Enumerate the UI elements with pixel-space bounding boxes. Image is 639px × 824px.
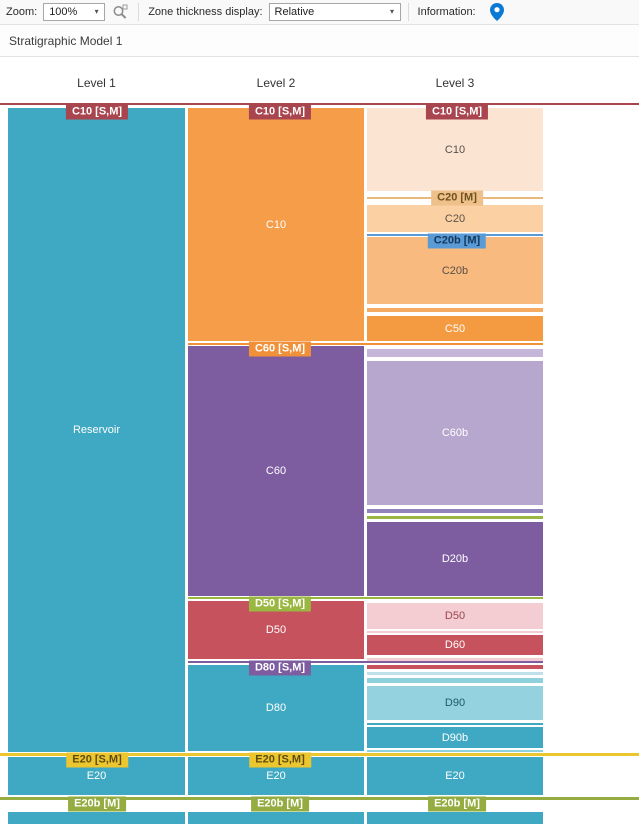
zone-block-c60b[interactable]: C60b [367, 361, 543, 505]
horizon-badge-e20b-m[interactable]: E20b [M] [428, 796, 486, 812]
zone-strip[interactable] [367, 509, 543, 513]
column-header-level-2: Level 2 [256, 76, 296, 90]
horizon-badge-e20-s-m[interactable]: E20 [S,M] [66, 752, 128, 768]
zone-strip[interactable] [367, 672, 543, 675]
zone-strip[interactable] [367, 658, 543, 661]
zone-strip[interactable] [367, 750, 543, 752]
horizon-badge-e20-s-m[interactable]: E20 [S,M] [249, 752, 311, 768]
zone-block-d90[interactable]: D90 [367, 686, 543, 720]
zone-strip[interactable] [367, 665, 543, 669]
zone-strip[interactable] [8, 812, 185, 824]
information-label: Information: [417, 6, 476, 18]
zone-strip[interactable] [367, 631, 543, 633]
zone-thickness-label: Zone thickness display: [148, 6, 263, 18]
location-pin-icon[interactable] [486, 1, 508, 23]
toolbar: Zoom: 100% ▾ Zone thickness display: Rel… [0, 0, 639, 25]
horizon-badge-c10-s-m[interactable]: C10 [S,M] [248, 104, 312, 120]
zoom-selection-icon[interactable] [109, 1, 131, 23]
zoom-select[interactable]: 100% ▾ [43, 3, 106, 21]
horizon-line-c60 [188, 343, 543, 345]
zone-strip[interactable] [188, 812, 364, 824]
horizon-line-d80 [188, 661, 543, 663]
zone-block-c50[interactable]: C50 [367, 316, 543, 341]
column-header-level-3: Level 3 [435, 76, 475, 90]
zone-block-c10[interactable]: C10 [188, 108, 364, 341]
zone-strip[interactable] [367, 516, 543, 519]
horizon-badge-c20b-m[interactable]: C20b [M] [427, 233, 487, 249]
horizon-badge-c10-s-m[interactable]: C10 [S,M] [65, 104, 129, 120]
horizon-badge-c10-s-m[interactable]: C10 [S,M] [425, 104, 489, 120]
zone-block-e20[interactable]: E20 [367, 757, 543, 795]
horizon-badge-d80-s-m[interactable]: D80 [S,M] [248, 660, 312, 676]
zone-block-c20[interactable]: C20 [367, 205, 543, 232]
horizon-badge-c20-m[interactable]: C20 [M] [431, 190, 483, 206]
horizon-badge-d50-s-m[interactable]: D50 [S,M] [248, 596, 312, 612]
zone-strip[interactable] [367, 723, 543, 725]
zone-thickness-select[interactable]: Relative ▾ [268, 3, 401, 21]
chevron-down-icon: ▾ [94, 7, 99, 16]
zone-block-reservoir[interactable]: Reservoir [8, 108, 185, 752]
zone-block-c10[interactable]: C10 [367, 108, 543, 191]
page-title: Stratigraphic Model 1 [9, 33, 123, 48]
zone-block-c60[interactable]: C60 [188, 346, 364, 596]
zone-block-d20b[interactable]: D20b [367, 522, 543, 596]
horizon-badge-e20b-m[interactable]: E20b [M] [251, 796, 309, 812]
horizon-line-d50 [188, 597, 543, 599]
toolbar-separator [138, 3, 140, 21]
column-header-level-1: Level 1 [77, 76, 116, 90]
zone-strip[interactable] [367, 812, 543, 824]
horizon-line-e20b [0, 797, 639, 800]
zone-block-d80[interactable]: D80 [188, 665, 364, 751]
zoom-label: Zoom: [6, 6, 38, 18]
zone-block-d90b[interactable]: D90b [367, 727, 543, 748]
horizon-badge-c60-s-m[interactable]: C60 [S,M] [248, 341, 312, 357]
zone-block-e20[interactable]: E20 [188, 757, 364, 795]
zone-strip[interactable] [367, 308, 543, 312]
zone-block-d60[interactable]: D60 [367, 635, 543, 655]
chevron-down-icon: ▾ [390, 7, 395, 16]
horizon-badge-e20b-m[interactable]: E20b [M] [68, 796, 126, 812]
title-bar: Stratigraphic Model 1 [0, 25, 639, 57]
horizon-line-c10 [0, 103, 639, 105]
zone-strip[interactable] [367, 349, 543, 357]
toolbar-separator [407, 3, 409, 21]
zone-thickness-value: Relative [274, 6, 315, 18]
zone-block-d50[interactable]: D50 [367, 603, 543, 629]
zone-strip[interactable] [367, 678, 543, 683]
horizon-line-e20 [0, 753, 639, 756]
zoom-value: 100% [49, 6, 78, 18]
